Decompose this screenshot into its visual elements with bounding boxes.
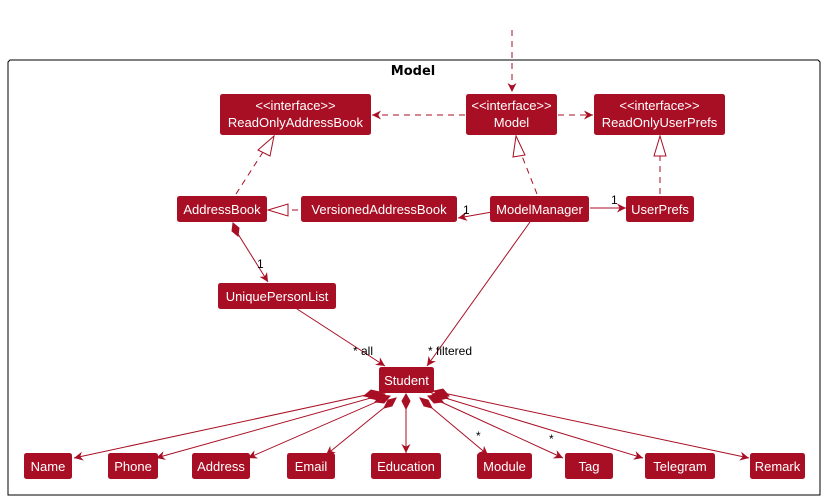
student-to-address-edge	[247, 395, 391, 459]
class-name-label: Model	[494, 115, 530, 130]
class-node-uniquepersonlist[interactable]: UniquePersonList	[218, 283, 336, 309]
class-node-education[interactable]: Education	[371, 453, 441, 479]
class-name-label: Student	[384, 373, 429, 388]
class-node-addressbook[interactable]: AddressBook	[177, 196, 267, 222]
student-to-remark-edge	[433, 390, 750, 461]
class-node-tag[interactable]: Tag	[565, 453, 613, 479]
class-name-label: Tag	[579, 459, 600, 474]
class-node-readonlyaddressbook[interactable]: <<interface>> ReadOnlyAddressBook	[220, 94, 371, 135]
class-name-label: Education	[377, 459, 435, 474]
student-composition-edges	[73, 388, 750, 461]
class-node-telegram[interactable]: Telegram	[645, 453, 715, 479]
class-node-modelmanager[interactable]: ModelManager	[490, 196, 589, 222]
class-node-module[interactable]: Module	[477, 453, 532, 479]
versioned-extends-head	[266, 203, 289, 217]
student-to-tag-edge	[427, 395, 564, 459]
multiplicity-label: 1	[611, 193, 618, 207]
stereotype-label: <<interface>>	[255, 98, 335, 113]
class-name-label: Address	[197, 459, 245, 474]
stereotype-label: <<interface>>	[471, 98, 551, 113]
class-name-label: UniquePersonList	[226, 289, 329, 304]
class-node-remark[interactable]: Remark	[750, 453, 805, 479]
class-node-email[interactable]: Email	[287, 453, 335, 479]
multiplicity-label: *	[476, 429, 481, 443]
class-name-label: Name	[31, 459, 66, 474]
role-label-filtered: * filtered	[428, 344, 472, 358]
class-name-label: Phone	[114, 459, 152, 474]
package-title: Model	[391, 64, 435, 79]
class-node-name[interactable]: Name	[24, 453, 72, 479]
class-name-label: UserPrefs	[631, 202, 689, 217]
addressbook-realizes-edge	[235, 151, 264, 195]
class-name-label: ModelManager	[496, 202, 583, 217]
class-name-label: AddressBook	[183, 202, 261, 217]
class-node-versionedaddressbook[interactable]: VersionedAddressBook	[301, 196, 457, 222]
class-name-label: ReadOnlyUserPrefs	[602, 115, 718, 130]
class-node-address[interactable]: Address	[192, 453, 250, 479]
class-node-phone[interactable]: Phone	[108, 453, 158, 479]
class-node-userprefs[interactable]: UserPrefs	[626, 196, 694, 222]
multiplicity-label: 1	[463, 203, 470, 217]
student-to-name-edge	[73, 391, 381, 461]
addressbook-composition-diamond	[231, 222, 240, 237]
userprefs-realizes-head	[653, 134, 667, 157]
student-to-phone-edge	[155, 393, 386, 460]
student-to-telegram-edge	[431, 393, 644, 460]
edges	[231, 110, 667, 367]
modelmanager-to-student-edge	[426, 221, 531, 367]
class-name-label: VersionedAddressBook	[311, 202, 447, 217]
class-name-label: Email	[295, 459, 328, 474]
uniquepersonlist-to-student-edge	[293, 306, 386, 367]
class-name-label: Remark	[755, 459, 801, 474]
class-name-label: Telegram	[653, 459, 706, 474]
addressbook-realizes-head	[257, 134, 275, 157]
stereotype-label: <<interface>>	[619, 98, 699, 113]
class-node-readonlyuserprefs[interactable]: <<interface>> ReadOnlyUserPrefs	[594, 94, 725, 135]
role-label-all: * all	[353, 344, 373, 358]
modelmanager-realizes-head	[512, 134, 526, 158]
modelmanager-realizes-edge	[521, 155, 538, 195]
addressbook-to-uniquepersonlist-edge	[237, 233, 269, 283]
multiplicity-label: 1	[257, 257, 264, 271]
class-node-model[interactable]: <<interface>> Model	[466, 94, 557, 135]
modelmanager-to-versioned-edge	[457, 211, 493, 221]
class-name-label: Module	[483, 459, 526, 474]
class-node-student[interactable]: Student	[379, 367, 434, 393]
class-name-label: ReadOnlyAddressBook	[228, 115, 364, 130]
multiplicity-label: *	[549, 432, 554, 446]
model-package: Model	[7, 59, 821, 496]
